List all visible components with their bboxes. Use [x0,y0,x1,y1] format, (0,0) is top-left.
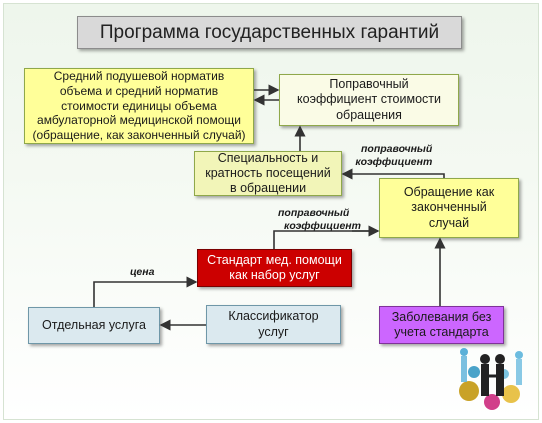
box-normative-text: Средний подушевой норматив объема и сред… [32,69,246,142]
box-diseases: Заболевания без учета стандарта [379,306,504,344]
arrow-completed-case-to-specialty [341,168,445,180]
box-completed-case-text: Обращение как законченный случай [403,185,495,230]
box-diseases-text: Заболевания без учета стандарта [391,309,492,339]
label-price: цена [130,266,154,279]
box-standard-text: Стандарт мед. помощи как набор услуг [207,252,342,282]
box-single-service: Отдельная услуга [28,307,160,344]
box-correction-coefficient-text: Поправочный коэффициент стоимости обраще… [297,77,441,122]
box-specialty-text: Специальность и кратность посещений в об… [205,150,331,196]
label-coefficient-upper-line2: коэффициент [355,156,433,169]
label-coefficient-lower-line1: поправочный [278,207,350,219]
box-standard: Стандарт мед. помощи как набор услуг [197,249,352,287]
page-title-text: Программа государственных гарантий [99,21,440,43]
business-people-gears-icon [459,348,523,410]
label-price-text: цена [130,266,155,278]
label-coefficient-lower: поправочный коэффициент [278,207,361,233]
box-single-service-text: Отдельная услуга [42,317,146,332]
box-completed-case: Обращение как законченный случай [379,178,519,238]
page-title: Программа государственных гарантий [77,16,462,49]
box-classifier: Классификатор услуг [206,305,341,344]
box-correction-coefficient: Поправочный коэффициент стоимости обраще… [279,74,459,126]
connector-arrows [93,84,523,410]
label-coefficient-lower-line2: коэффициент [284,220,361,233]
label-coefficient-upper: поправочный коэффициент [352,143,432,169]
arrow-single-service-to-standard [93,276,198,307]
box-specialty: Специальность и кратность посещений в об… [194,151,342,196]
arrow-standard-to-completed-case-head [273,225,380,249]
box-classifier-text: Классификатор услуг [228,309,319,339]
slide-background: Программа государственных гарантий Средн… [3,3,539,420]
box-normative: Средний подушевой норматив объема и сред… [24,68,254,144]
label-coefficient-upper-line1: поправочный [361,143,433,155]
